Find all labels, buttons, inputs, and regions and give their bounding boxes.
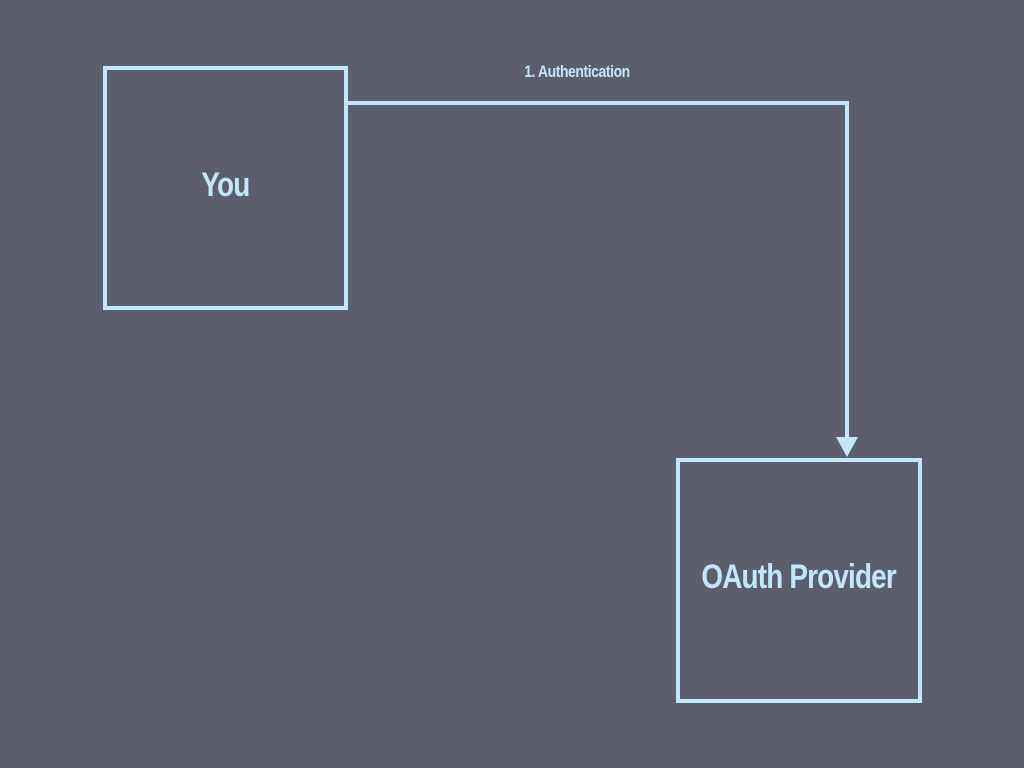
oauth-provider-node: OAuth Provider — [676, 458, 922, 703]
authentication-edge-label: 1. Authentication — [524, 62, 630, 81]
you-node-label: You — [201, 165, 250, 204]
oauth-provider-node-label: OAuth Provider — [701, 558, 897, 596]
authentication-edge-arrowhead — [836, 437, 858, 457]
authentication-edge-line — [348, 101, 849, 440]
you-node: You — [103, 66, 348, 310]
